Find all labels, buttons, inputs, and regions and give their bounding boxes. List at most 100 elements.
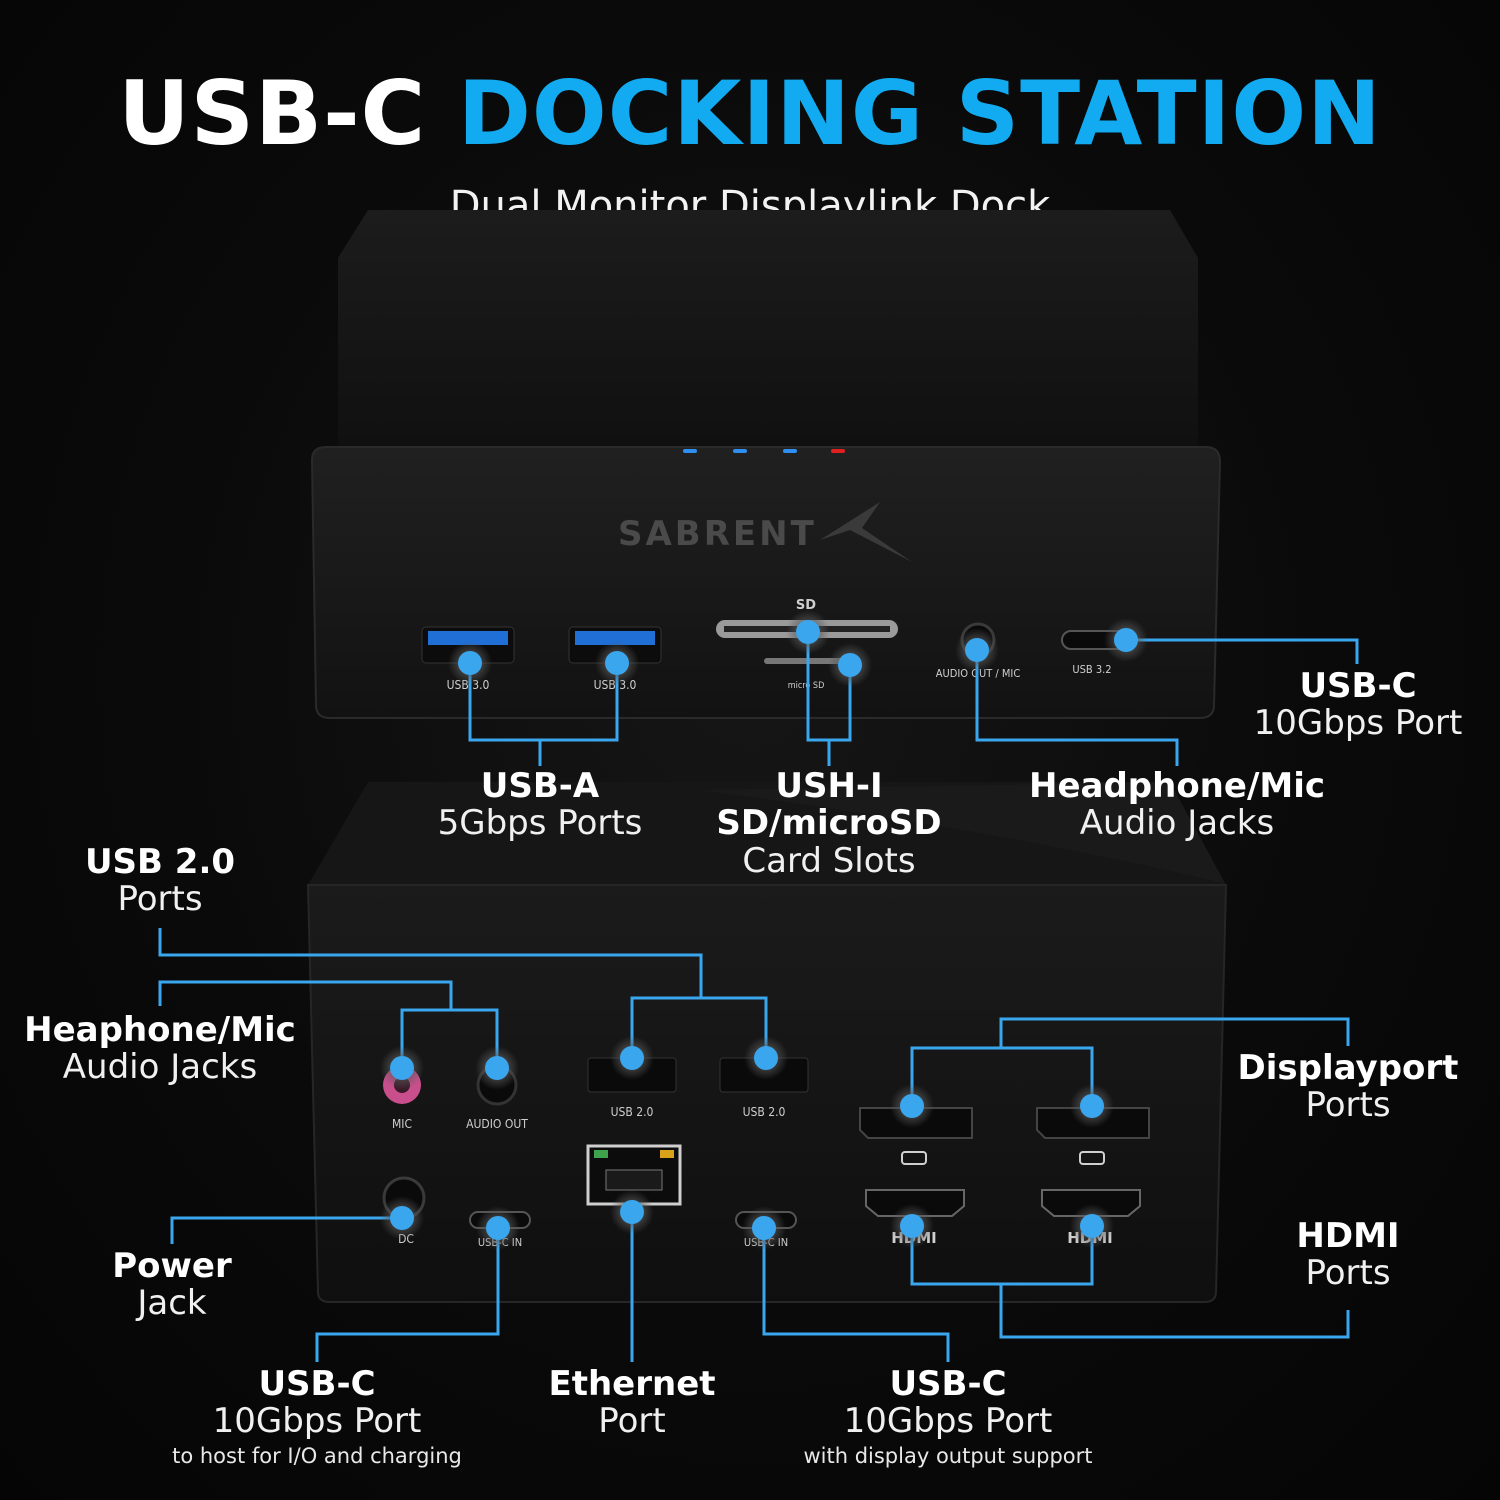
dock-top-block [338,210,1198,450]
callout-displayport-sub: Ports [1305,1085,1391,1126]
callout-usbc-display-note: with display output support [803,1443,1093,1468]
callout-power-heading: Power [112,1246,232,1286]
dock-front-view: SABRENT USB 3.0 USB 3.0 SD micro SD AUDI… [310,210,1222,719]
usb2-1-label: USB 2.0 [611,1105,654,1119]
callout-dot [744,1036,788,1080]
callout-usbc-host-heading: USB-C [258,1364,376,1404]
callout-dot [786,610,830,654]
displayport-1-icon [901,1151,927,1165]
callout-sd-sub: Card Slots [742,840,916,881]
callout-audio-rear-sub: Audio Jacks [62,1047,258,1088]
callout-usba-sub: 5Gbps Ports [437,803,643,844]
callout-dot [828,643,872,687]
rear-top-sheen [700,782,1226,885]
callout-power: Power Jack [72,1246,272,1324]
status-led [783,449,797,453]
usb-a-port-1-tongue [428,631,508,645]
callout-dot [742,1206,786,1250]
status-led [683,449,697,453]
callout-dot [475,1046,519,1090]
callout-dot [380,1046,424,1090]
callout-usbc-front: USB-C 10Gbps Port [1236,666,1480,744]
callout-hdmi-heading: HDMI [1296,1216,1400,1256]
callout-usbc-host: USB-C 10Gbps Port to host for I/O and ch… [167,1364,467,1468]
usb2-2-label: USB 2.0 [743,1105,786,1119]
callout-line-usb2 [158,928,703,1058]
callout-dot [610,1036,654,1080]
callout-usbc-front-sub: 10Gbps Port [1253,703,1463,744]
callout-ethernet: Ethernet Port [532,1364,732,1442]
callout-usba: USB-A 5Gbps Ports [400,766,680,844]
usb-a-port-2-tongue [575,631,655,645]
callout-sd: USH-I SD/microSD Card Slots [664,766,994,881]
callout-audio-front-sub: Audio Jacks [1079,803,1275,844]
callout-usb2-sub: Ports [117,879,203,920]
callout-dot [1070,1084,1114,1128]
status-leds [683,449,845,453]
callout-ethernet-sub: Port [598,1401,666,1442]
callout-lines [158,632,1359,1362]
sabrent-logo-mark [820,502,912,562]
callout-dot [1104,618,1148,662]
hdmi-port-2 [1041,1189,1141,1217]
status-led [831,449,845,453]
callout-line-usba [468,663,619,742]
callout-usb2: USB 2.0 Ports [40,842,280,920]
callout-line-displayport [910,1017,1350,1106]
callout-sd-heading: USH-I SD/microSD [716,766,942,844]
callout-displayport-heading: Displayport [1237,1048,1459,1088]
ethernet-led-amber [660,1150,674,1158]
callout-line-usbc-display [762,1228,950,1362]
callout-usbc-host-sub: 10Gbps Port [212,1401,422,1442]
callout-audio-rear: Heaphone/Mic Audio Jacks [20,1010,300,1088]
sabrent-logo: SABRENT [618,514,817,554]
sd-label: SD [796,598,816,613]
status-led [733,449,747,453]
front-usb-c-label: USB 3.2 [1072,663,1111,676]
callout-dot [595,641,639,685]
callout-usbc-display: USB-C 10Gbps Port with display output su… [798,1364,1098,1468]
ethernet-contacts [605,1169,663,1191]
callout-dot [890,1084,934,1128]
page-title: USB-C DOCKING STATION [0,70,1500,158]
callout-dot [955,628,999,672]
callout-dot [1070,1204,1114,1248]
callout-usb2-heading: USB 2.0 [84,842,236,882]
callout-audio-rear-heading: Heaphone/Mic [24,1010,296,1050]
microsd-label: micro SD [788,681,825,691]
title-usbc: USB-C [118,62,427,165]
callout-usbc-display-sub: 10Gbps Port [843,1401,1053,1442]
callout-power-sub: Jack [137,1283,207,1324]
callout-line-power [170,1216,402,1244]
callout-dot [380,1196,424,1240]
callout-dot [448,641,492,685]
callout-line-audio-rear [158,980,453,1068]
callout-usbc-host-note: to host for I/O and charging [172,1443,462,1468]
rear-panel [306,884,1228,1303]
callout-hdmi-sub: Ports [1305,1253,1391,1294]
hdmi-port-1 [865,1189,965,1217]
displayport-2-icon [1079,1151,1105,1165]
mic-label: MIC [392,1117,412,1131]
callout-ethernet-heading: Ethernet [548,1364,716,1404]
callout-dots [380,610,1148,1250]
callout-usbc-front-heading: USB-C [1299,666,1417,706]
callout-dot [890,1204,934,1248]
callout-dot [610,1190,654,1234]
callout-line-hdmi-stem [999,1284,1350,1339]
callout-usba-heading: USB-A [480,766,600,806]
callout-audio-front: Headphone/Mic Audio Jacks [1018,766,1336,844]
callout-line-usbc-front [1126,638,1359,664]
callout-usbc-display-heading: USB-C [889,1364,1007,1404]
audio-out-label: AUDIO OUT [466,1117,528,1131]
ethernet-led-green [594,1150,608,1158]
callout-audio-front-heading: Headphone/Mic [1028,766,1326,806]
callout-displayport: Displayport Ports [1228,1048,1468,1126]
callout-dot [476,1206,520,1250]
title-docking-station: DOCKING STATION [457,62,1382,165]
callout-hdmi: HDMI Ports [1248,1216,1448,1294]
callout-line-usbc-host [315,1228,500,1362]
callout-line-audio-front [975,650,1179,766]
